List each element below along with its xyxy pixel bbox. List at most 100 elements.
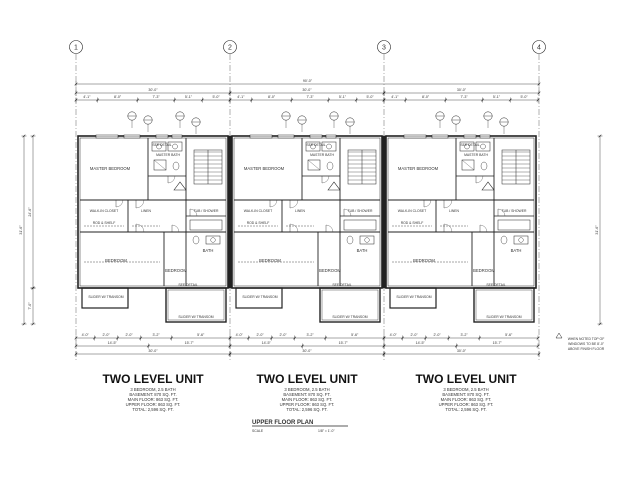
unit-stat-line: TOTAL: 2,596 SQ. FT. (132, 407, 173, 412)
door-swing (479, 224, 488, 233)
room-label: MASTER BEDROOM (90, 166, 131, 171)
dimension-tick (74, 82, 78, 86)
room-label: MASTER BATH (310, 153, 334, 157)
dimension-tick (116, 336, 120, 340)
room-label: BEDROOM (413, 258, 435, 263)
room-label: BEDROOM (105, 258, 127, 263)
dimension-text: 15'-7" (185, 341, 195, 345)
grid-bubble (532, 40, 546, 54)
shower-mark (307, 159, 321, 171)
unit-stat-line: 3 BEDROOM, 2.5 BATH (284, 387, 329, 392)
dimension-text: 3'-2" (461, 333, 469, 337)
dimension-text: 3'-2" (307, 333, 315, 337)
vanity (475, 141, 491, 152)
door-swing (167, 175, 176, 184)
dimension-tick (382, 344, 386, 348)
dimension-tick (200, 98, 204, 102)
room-label: BATH (357, 248, 368, 253)
dimension-tick (400, 336, 404, 340)
dimension-text: 3'-2" (153, 333, 161, 337)
door-swing (135, 223, 145, 233)
room-label: ROD & SHELF (401, 221, 424, 225)
dimension-text: 8'-0" (268, 95, 276, 99)
shower-mark (461, 159, 475, 171)
dimension-text: 7'-3" (307, 95, 315, 99)
dimension-tick (536, 98, 540, 102)
vanity (305, 141, 321, 152)
room-label: SLIDER W/ TRANSOM (332, 315, 367, 319)
door-swing (423, 199, 432, 208)
dimension-text: 5'-0" (213, 95, 221, 99)
room-label: ROD & SHELF (93, 221, 116, 225)
unit-stat-line: BASEMENT: 870 SQ. FT. (442, 392, 489, 397)
dimension-tick (327, 98, 331, 102)
dimension-tick (74, 336, 78, 340)
sink (210, 237, 216, 243)
dimension-tick (92, 336, 96, 340)
room-label: MASTER BATH (156, 153, 180, 157)
dimension-tick (74, 98, 78, 102)
dimension-text: 4'-0" (82, 333, 90, 337)
grid-bubble (377, 40, 391, 54)
unit-stat-line: UPPER FLOOR: 863 SQ. FT. (126, 402, 181, 407)
dimension-tick (74, 344, 78, 348)
room-label: BEDROOM (165, 268, 187, 273)
dimension-text: 4'-1" (237, 95, 245, 99)
balcony-inner (475, 289, 533, 321)
room-label: BEDROOM (259, 258, 281, 263)
dimension-tick (293, 336, 297, 340)
dimension-tick (22, 322, 26, 326)
shower (307, 159, 321, 171)
room-label: WALK-IN CLOSET (398, 209, 427, 213)
shower-mark (153, 159, 167, 171)
dimension-tick (447, 336, 451, 340)
room-label: SLIDER W/ TRANSOM (242, 295, 277, 299)
door-swing (189, 208, 198, 217)
room-label: MASTER BEDROOM (244, 166, 285, 171)
dimension-tick (404, 98, 408, 102)
toilet (480, 161, 488, 171)
dimension-tick (31, 322, 35, 326)
room-label: SEE DETAIL (306, 143, 325, 147)
tub (189, 219, 223, 231)
dimension-text: 2'-0" (280, 333, 288, 337)
dimension-strings: 90'-0"30'-0"30'-0"30'-0"4'-1"8'-0"7'-3"5… (19, 79, 603, 357)
sink (364, 237, 370, 243)
dimension-text: 14'-5" (262, 341, 272, 345)
interior-wall-face (79, 137, 227, 287)
scale-label: SCALE (252, 429, 264, 433)
balcony-wall (319, 287, 381, 323)
dimension-tick (382, 352, 386, 356)
room-label: MASTER BATH (464, 153, 488, 157)
room-label: BATH (511, 248, 522, 253)
lower-bay (81, 287, 129, 309)
dimension-text: 5'-0" (367, 95, 375, 99)
interior-wall-face (387, 137, 535, 287)
dimension-text: 4'-1" (83, 95, 91, 99)
unit-stat-line: BASEMENT: 870 SQ. FT. (129, 392, 176, 397)
shower (153, 159, 167, 171)
vanity (513, 235, 529, 245)
unit-stat-line: 3 BEDROOM, 2.5 BATH (130, 387, 175, 392)
dimension-tick (508, 98, 512, 102)
room-label: SEE DETAIL (152, 143, 171, 147)
door-swing (443, 223, 453, 233)
party-wall (227, 135, 233, 289)
dimension-tick (246, 336, 250, 340)
note-line: WINDOWS TO BE 8'-0" (568, 342, 605, 346)
dimension-text: 14'-5" (108, 341, 118, 345)
dimension-tick (139, 336, 143, 340)
scale-value: 1/8" = 1'-0" (318, 429, 335, 433)
room-label: LINEN (449, 209, 460, 213)
room-label: SEE DETAIL (460, 143, 479, 147)
grid-label: 3 (382, 45, 386, 52)
toilet (346, 235, 354, 245)
room-label: SEE DETAIL (332, 283, 351, 287)
door-swing (289, 223, 299, 233)
balcony-inner (321, 289, 379, 321)
dimension-text: 2'-0" (434, 333, 442, 337)
dimension-tick (228, 98, 232, 102)
dimension-tick (270, 336, 274, 340)
dimension-tick (31, 134, 35, 138)
